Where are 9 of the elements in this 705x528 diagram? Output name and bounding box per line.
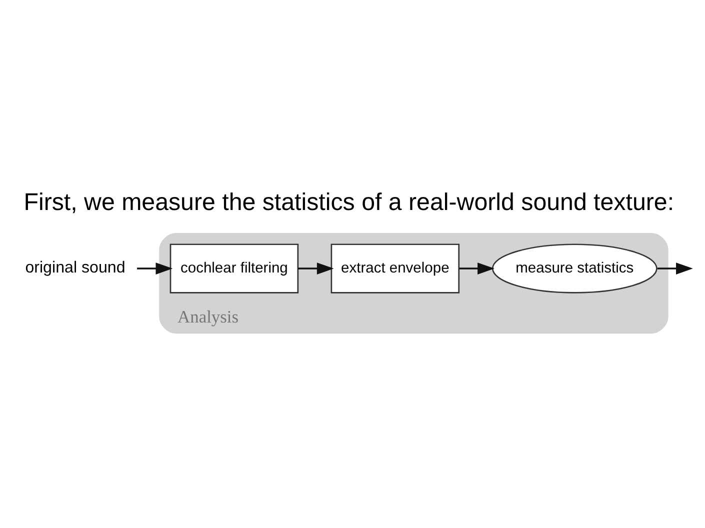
arrow	[137, 262, 173, 274]
arrow	[459, 262, 494, 274]
node-ellipse: measure statistics	[492, 243, 658, 293]
arrow	[657, 262, 693, 274]
node-text: original sound	[25, 258, 126, 276]
arrow	[298, 262, 334, 274]
node-box: extract envelope	[330, 243, 460, 293]
node-box: cochlear filtering	[170, 243, 299, 293]
diagram-title: First, we measure the statistics of a real-world sound texture:	[24, 188, 674, 216]
